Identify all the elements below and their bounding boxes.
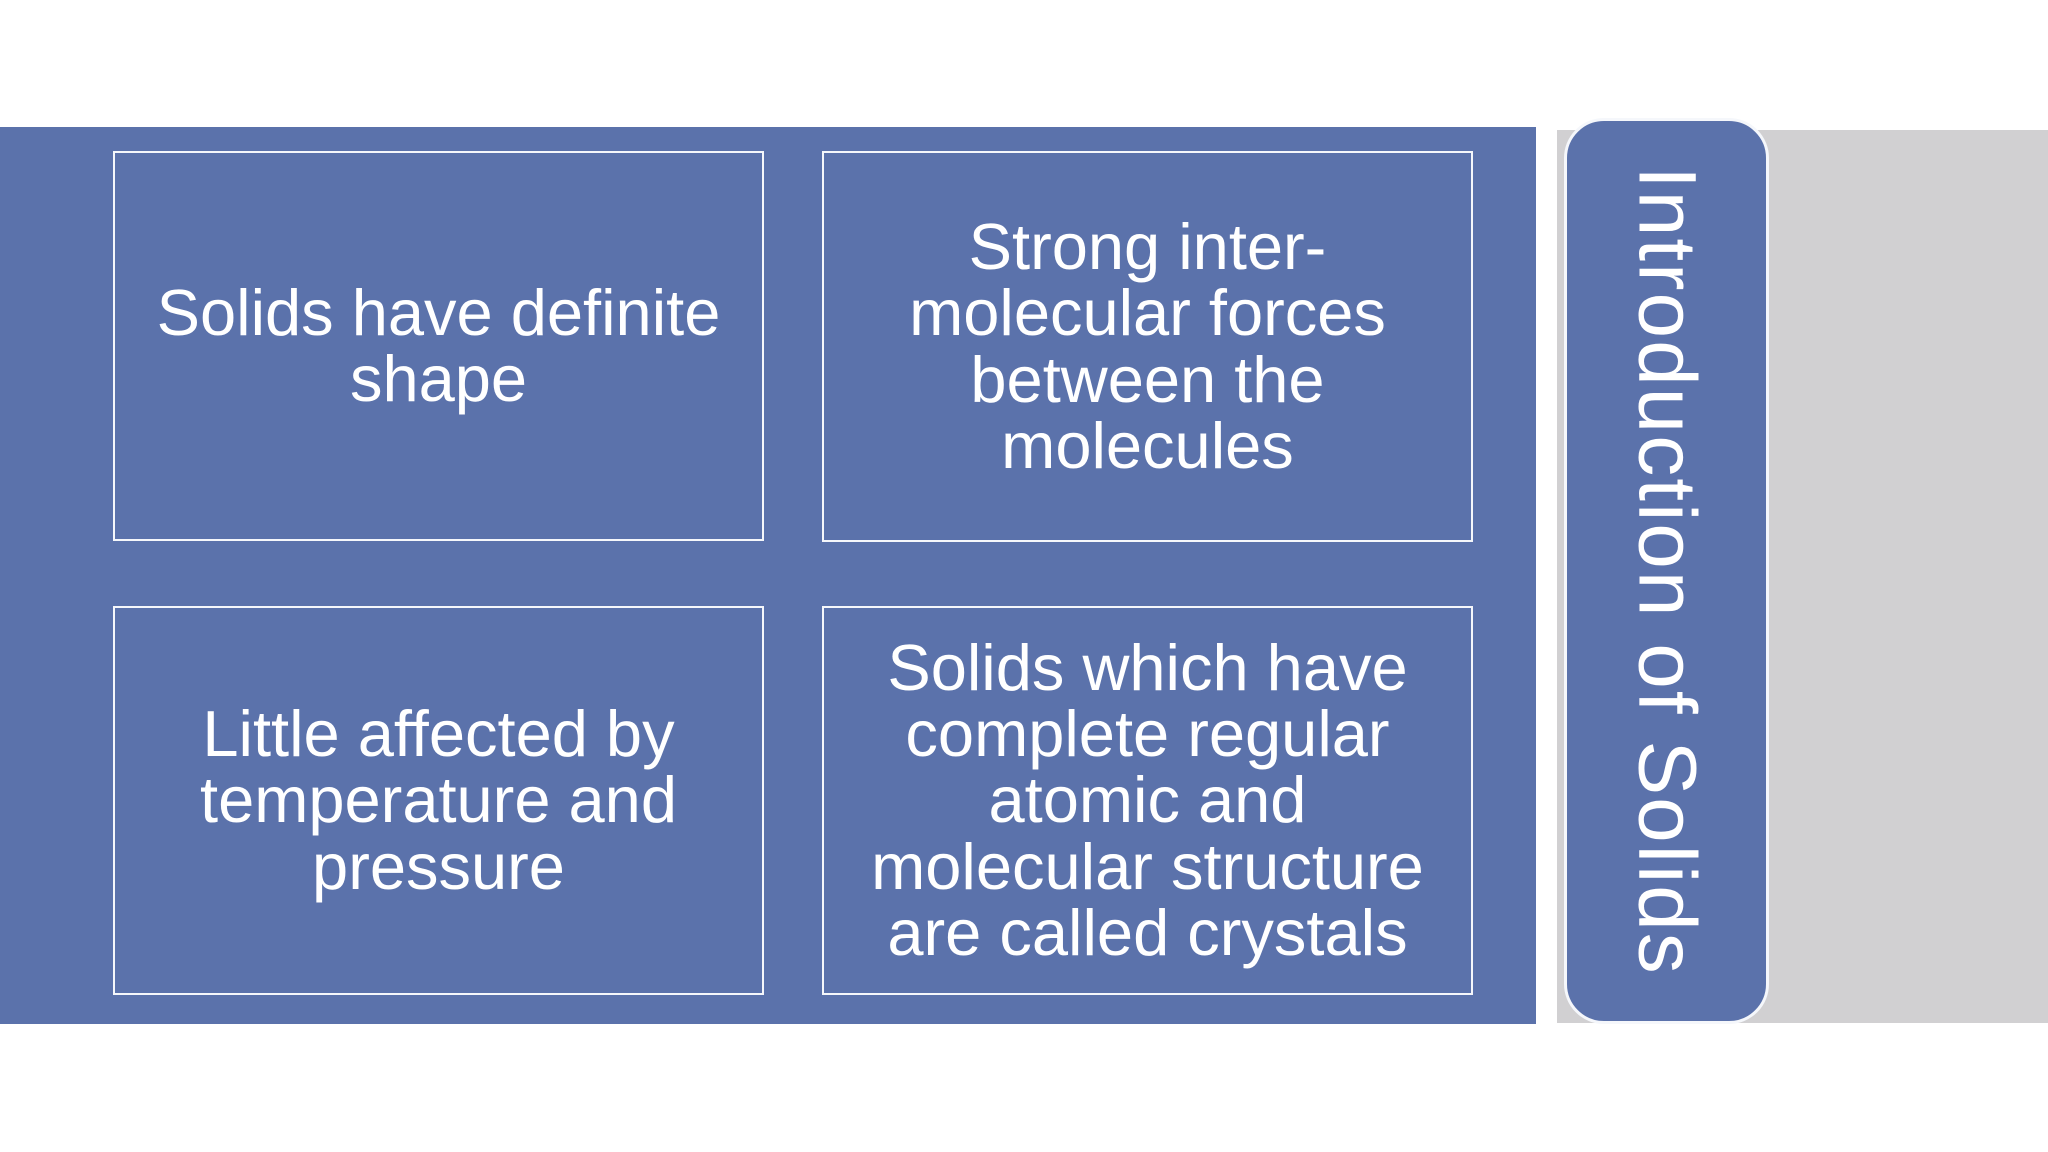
smartart-box-text: Little affected by temperature and press… [200,697,677,903]
smartart-box-crystals: Solids which have complete regular atomi… [822,606,1473,995]
slide-title: Introduction of Solids [1621,166,1713,976]
title-tab: Introduction of Solids [1564,118,1769,1024]
smartart-box-definite-shape: Solids have definite shape [113,151,764,541]
smartart-box-text: Strong inter- molecular forces between t… [909,209,1386,482]
smartart-box-text: Solids which have complete regular atomi… [871,630,1424,969]
smartart-box-temperature-pressure: Little affected by temperature and press… [113,606,764,995]
smartart-box-text: Solids have definite shape [156,275,721,415]
smartart-box-intermolecular-forces: Strong inter- molecular forces between t… [822,151,1473,542]
